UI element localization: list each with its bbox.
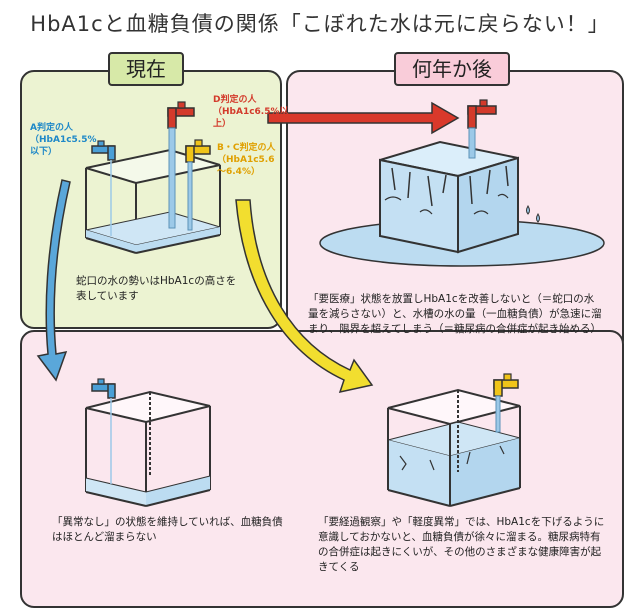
tab-current: 現在 (108, 52, 184, 86)
caption-years-later: 「要医療」状態を放置しHbA1cを改善しないと（＝蛇口の水量を減らさない）と、水… (308, 293, 602, 335)
faucet-icon-bc (185, 139, 211, 231)
faucet-icon-d (167, 101, 195, 229)
faucet-icon-a (91, 140, 116, 236)
water-tank-icon-low (85, 390, 211, 507)
arrow-icon-blue (36, 179, 71, 382)
tab-years-later: 何年か後 (394, 52, 510, 86)
caption-bottom-left: 「異常なし」の状態を維持していれば、血糖負債はほとんど溜まらない (52, 516, 283, 543)
faucet-icon-bottom-right (493, 373, 519, 433)
faucet-icon-overflow (467, 99, 540, 223)
water-tank-icon-half (387, 388, 521, 507)
panel-bottom (20, 330, 624, 608)
caption-bottom-right: 「要経過観察」や「軽度異常」では、HbA1cを下げるように意識しておかないと、血… (318, 516, 605, 573)
label-bc-judgement: B・C判定の人（HbA1c5.6～6.4%） (217, 143, 276, 177)
water-tank-icon-current (85, 148, 221, 254)
arrow-icon-yellow (235, 199, 374, 394)
label-a-judgement: A判定の人（HbA1c5.5%以下） (30, 123, 97, 157)
water-tank-icon-overflow (319, 140, 605, 267)
caption-current: 蛇口の水の勢いはHbA1cの高さを表しています (76, 275, 237, 302)
faucet-icon-bottom-left (91, 378, 116, 484)
diagram-title: HbA1cと血糖負債の関係「こぼれた水は元に戻らない！」 (30, 12, 610, 36)
arrow-icon-red (267, 101, 460, 135)
label-d-judgement: D判定の人（HbA1c6.5%以上） (213, 95, 289, 129)
